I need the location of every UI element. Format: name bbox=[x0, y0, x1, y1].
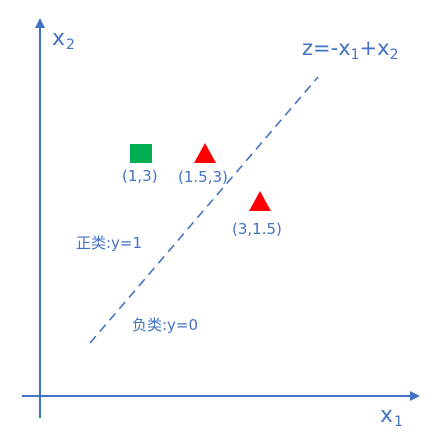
point-square-marker bbox=[130, 144, 152, 163]
x-axis-label: x1 bbox=[380, 403, 403, 430]
equation-prefix: z=-x bbox=[302, 36, 351, 60]
negative-class-label: 负类:y=0 bbox=[132, 316, 199, 334]
decision-boundary-line bbox=[89, 76, 319, 344]
equation-subscript-1: 1 bbox=[350, 47, 360, 63]
point-triangle-marker-1 bbox=[194, 143, 216, 163]
x-axis-label-main: x bbox=[380, 403, 394, 428]
boundary-equation: z=-x1+x2 bbox=[302, 36, 399, 63]
equation-middle: +x bbox=[359, 36, 390, 60]
y-axis-label-subscript: 2 bbox=[66, 37, 75, 53]
point-label-triangle-2: (3,1.5) bbox=[232, 220, 282, 238]
y-axis-label-main: x bbox=[52, 26, 66, 51]
point-triangle-marker-2 bbox=[249, 191, 271, 211]
point-label-triangle-1: (1.5,3) bbox=[178, 168, 228, 186]
point-label-square: (1,3) bbox=[122, 167, 158, 185]
y-axis-label: x2 bbox=[52, 26, 75, 53]
equation-subscript-2: 2 bbox=[389, 47, 399, 63]
x-axis-label-subscript: 1 bbox=[394, 414, 403, 430]
positive-class-label: 正类:y=1 bbox=[76, 234, 143, 252]
